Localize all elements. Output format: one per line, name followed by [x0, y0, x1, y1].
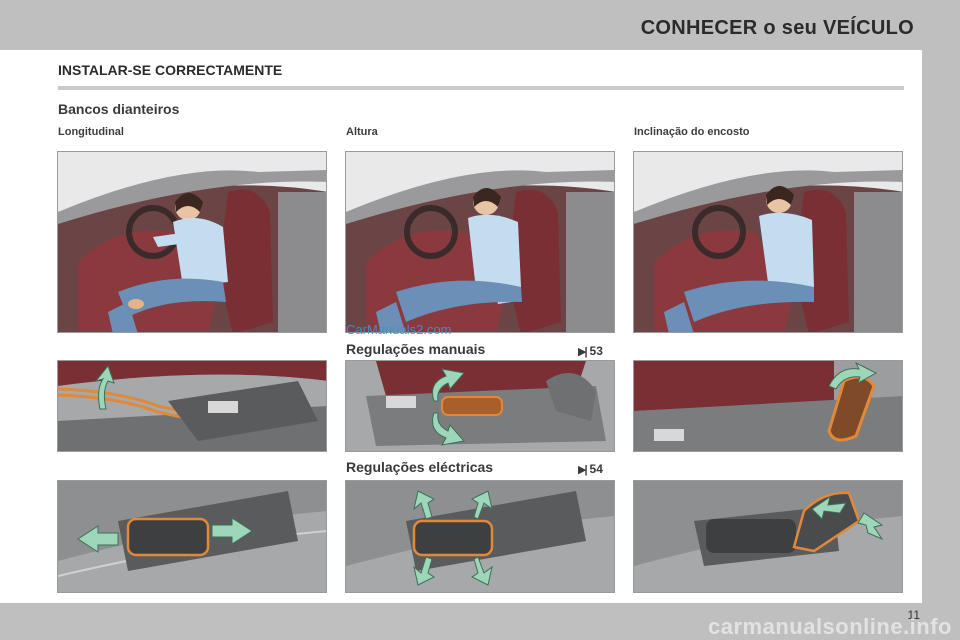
footer-watermark: carmanualsonline.info — [708, 614, 952, 639]
detail-electric-height — [345, 480, 615, 593]
row-title-electric: Regulações eléctricas — [346, 459, 494, 475]
page-ref-number: 54 — [589, 462, 603, 476]
page-ref-number: 53 — [589, 344, 603, 358]
watermark-carmanuals: CarManuals2.com — [346, 322, 452, 337]
detail-electric-recline — [633, 480, 903, 593]
page-ref-manual[interactable]: ▶| 53 — [578, 344, 603, 358]
page-ref-electric[interactable]: ▶| 54 — [578, 462, 603, 476]
photo-recline — [633, 151, 903, 333]
page-margin — [922, 50, 960, 640]
subsection-title: Bancos dianteiros — [58, 101, 180, 117]
page-number: 11 — [907, 608, 920, 622]
skip-forward-icon: ▶| — [578, 345, 587, 358]
chapter-title: CONHECER o seu VEÍCULO — [640, 17, 914, 39]
column-label-height: Altura — [346, 126, 378, 138]
section-title: INSTALAR-SE CORRECTAMENTE — [58, 62, 283, 78]
detail-manual-recline — [633, 360, 903, 452]
section-divider — [58, 86, 904, 90]
skip-forward-icon: ▶| — [578, 463, 587, 476]
photo-longitudinal — [57, 151, 327, 333]
column-label-recline: Inclinação do encosto — [634, 126, 750, 138]
column-label-longitudinal: Longitudinal — [58, 126, 124, 138]
row-title-manual: Regulações manuais — [346, 341, 486, 357]
detail-electric-longitudinal — [57, 480, 327, 593]
header-band — [0, 0, 960, 50]
detail-manual-longitudinal — [57, 360, 327, 452]
footer-band — [0, 603, 960, 640]
detail-manual-height — [345, 360, 615, 452]
photo-height — [345, 151, 615, 333]
